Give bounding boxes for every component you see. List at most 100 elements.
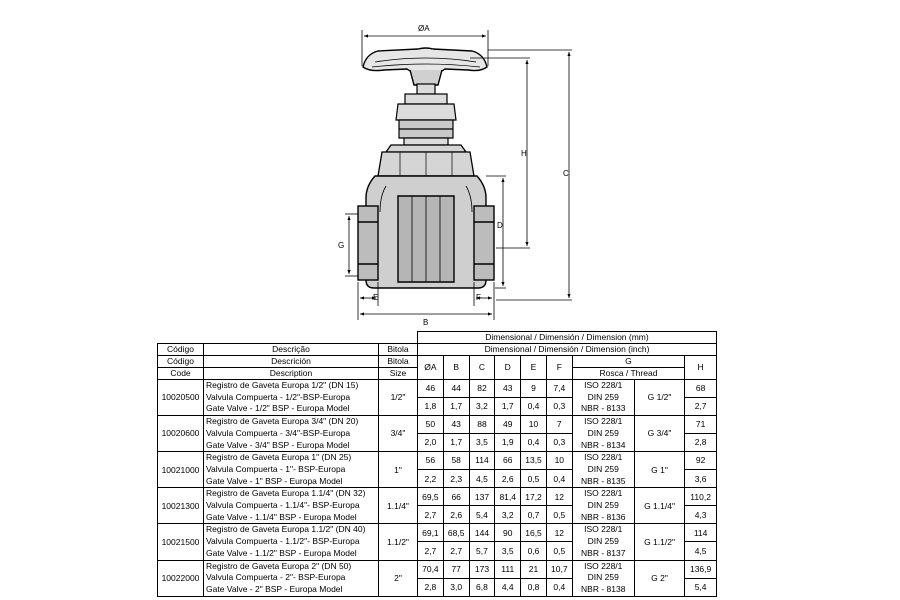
description-es: Valvula Compuerta - 1.1/2"- BSP-Europa: [206, 536, 360, 547]
mm-value-c: 88: [468, 415, 496, 435]
standard-std1: ISO 228/1: [584, 416, 623, 427]
mm-value-c: 144: [468, 523, 496, 543]
mm-value-c: 137: [468, 487, 496, 507]
mm-value-d: 49: [494, 415, 522, 435]
header-col-g: G: [571, 355, 686, 368]
header-size-en: Size: [378, 367, 418, 380]
inch-value-d: 3,2: [494, 505, 522, 525]
h-mm-value: 136,9: [684, 559, 717, 579]
header-code-en: Code: [157, 367, 204, 380]
standard-std2: DIN 259: [587, 391, 619, 402]
standard-std1: ISO 228/1: [584, 488, 623, 499]
description-pt: Registro de Gaveta Europa 3/4" (DN 20): [206, 416, 359, 427]
product-code: 10021300: [157, 487, 204, 525]
inch-value-b: 1,7: [442, 433, 470, 453]
header-col-h: H: [684, 355, 717, 380]
product-description: Registro de Gaveta Europa 1" (DN 25)Valv…: [203, 451, 379, 489]
mm-value-d: 90: [494, 523, 522, 543]
mm-value-a: 50: [417, 415, 444, 435]
bonnet: [377, 144, 475, 177]
product-size: 2": [378, 559, 418, 597]
header-row-2: Código Descrição Bitola Dimensional / Di…: [157, 343, 717, 356]
inch-value-f: 0,3: [545, 397, 573, 417]
dimension-lines: [345, 30, 572, 320]
h-inch-value: 2,8: [684, 433, 717, 453]
inch-value-a: 2,7: [417, 505, 444, 525]
description-es: Valvula Compuerta - 1.1/4"- BSP-Europa: [206, 500, 360, 511]
dim-label-b: B: [423, 318, 428, 327]
dim-label-g: G: [338, 241, 344, 250]
header-bitola-es: Bitola: [378, 355, 418, 368]
inch-value-e: 0,8: [520, 577, 547, 597]
mm-value-d: 81,4: [494, 487, 522, 507]
product-description: Registro de Gaveta Europa 1/2" (DN 15)Va…: [203, 378, 379, 417]
standard-std3: NBR - 8138: [581, 583, 626, 594]
inch-value-c: 6,8: [468, 577, 496, 597]
standard-std3: NBR - 8134: [581, 439, 626, 450]
inch-value-a: 1,8: [417, 397, 444, 417]
thread-size: G 3/4": [633, 415, 686, 453]
description-pt: Registro de Gaveta Europa 1.1/4" (DN 32): [206, 488, 366, 499]
inch-value-c: 3,2: [468, 397, 496, 417]
header-col-e: E: [520, 355, 547, 380]
mm-value-e: 10: [520, 415, 547, 435]
mm-value-d: 43: [494, 378, 522, 399]
mm-value-e: 17,2: [520, 487, 547, 507]
inch-value-b: 2,7: [442, 541, 470, 561]
mm-value-e: 21: [520, 559, 547, 579]
mm-value-f: 7,4: [545, 378, 573, 399]
inch-value-e: 0,4: [520, 433, 547, 453]
inch-value-a: 2,7: [417, 541, 444, 561]
description-en: Gate Valve - 1/2" BSP - Europa Model: [206, 403, 350, 414]
mm-value-d: 66: [494, 451, 522, 471]
mm-value-b: 44: [442, 378, 470, 399]
stem-nut: [395, 83, 457, 146]
inch-value-d: 2,6: [494, 469, 522, 489]
standard-std1: ISO 228/1: [584, 380, 623, 390]
header-codigo-pt: Código: [157, 343, 204, 356]
description-es: Valvula Compuerta - 3/4"-BSP-Europa: [206, 427, 351, 438]
standard-std1: ISO 228/1: [584, 560, 623, 571]
dim-label-f: F: [476, 293, 481, 302]
standard-std1: ISO 228/1: [584, 524, 623, 535]
mm-value-a: 70,4: [417, 559, 444, 579]
header-col-f: F: [545, 355, 573, 380]
product-size: 3/4": [378, 415, 418, 453]
mm-value-b: 66: [442, 487, 470, 507]
inch-value-f: 0,4: [545, 577, 573, 597]
description-en: Gate Valve - 1.1/2" BSP - Europa Model: [206, 547, 357, 558]
product-code: 10020600: [157, 415, 204, 453]
header-col-c: C: [468, 355, 496, 380]
mm-value-a: 56: [417, 451, 444, 471]
header-desc-en: Description: [203, 367, 379, 380]
inch-value-b: 1,7: [442, 397, 470, 417]
description-en: Gate Valve - 3/4" BSP - Europa Model: [206, 439, 350, 450]
inch-value-a: 2,2: [417, 469, 444, 489]
inch-value-d: 1,7: [494, 397, 522, 417]
inch-value-d: 3,5: [494, 541, 522, 561]
h-inch-value: 5,4: [684, 577, 717, 597]
description-es: Valvula Compuerta - 2"- BSP-Europa: [206, 572, 346, 583]
h-mm-value: 110,2: [684, 487, 717, 507]
handwheel: [362, 47, 488, 86]
header-dim-inch: Dimensional / Dimensión / Dimension (inc…: [417, 343, 717, 356]
thread-size: G 1": [633, 451, 686, 489]
header-row-4: Code Description Size Rosca / Thread: [157, 367, 717, 380]
mm-value-b: 77: [442, 559, 470, 579]
mm-value-b: 43: [442, 415, 470, 435]
h-inch-value: 2,7: [684, 397, 717, 417]
dim-label-c: C: [563, 169, 569, 178]
product-size: 1/2": [378, 378, 418, 417]
description-en: Gate Valve - 1" BSP - Europa Model: [206, 475, 343, 486]
